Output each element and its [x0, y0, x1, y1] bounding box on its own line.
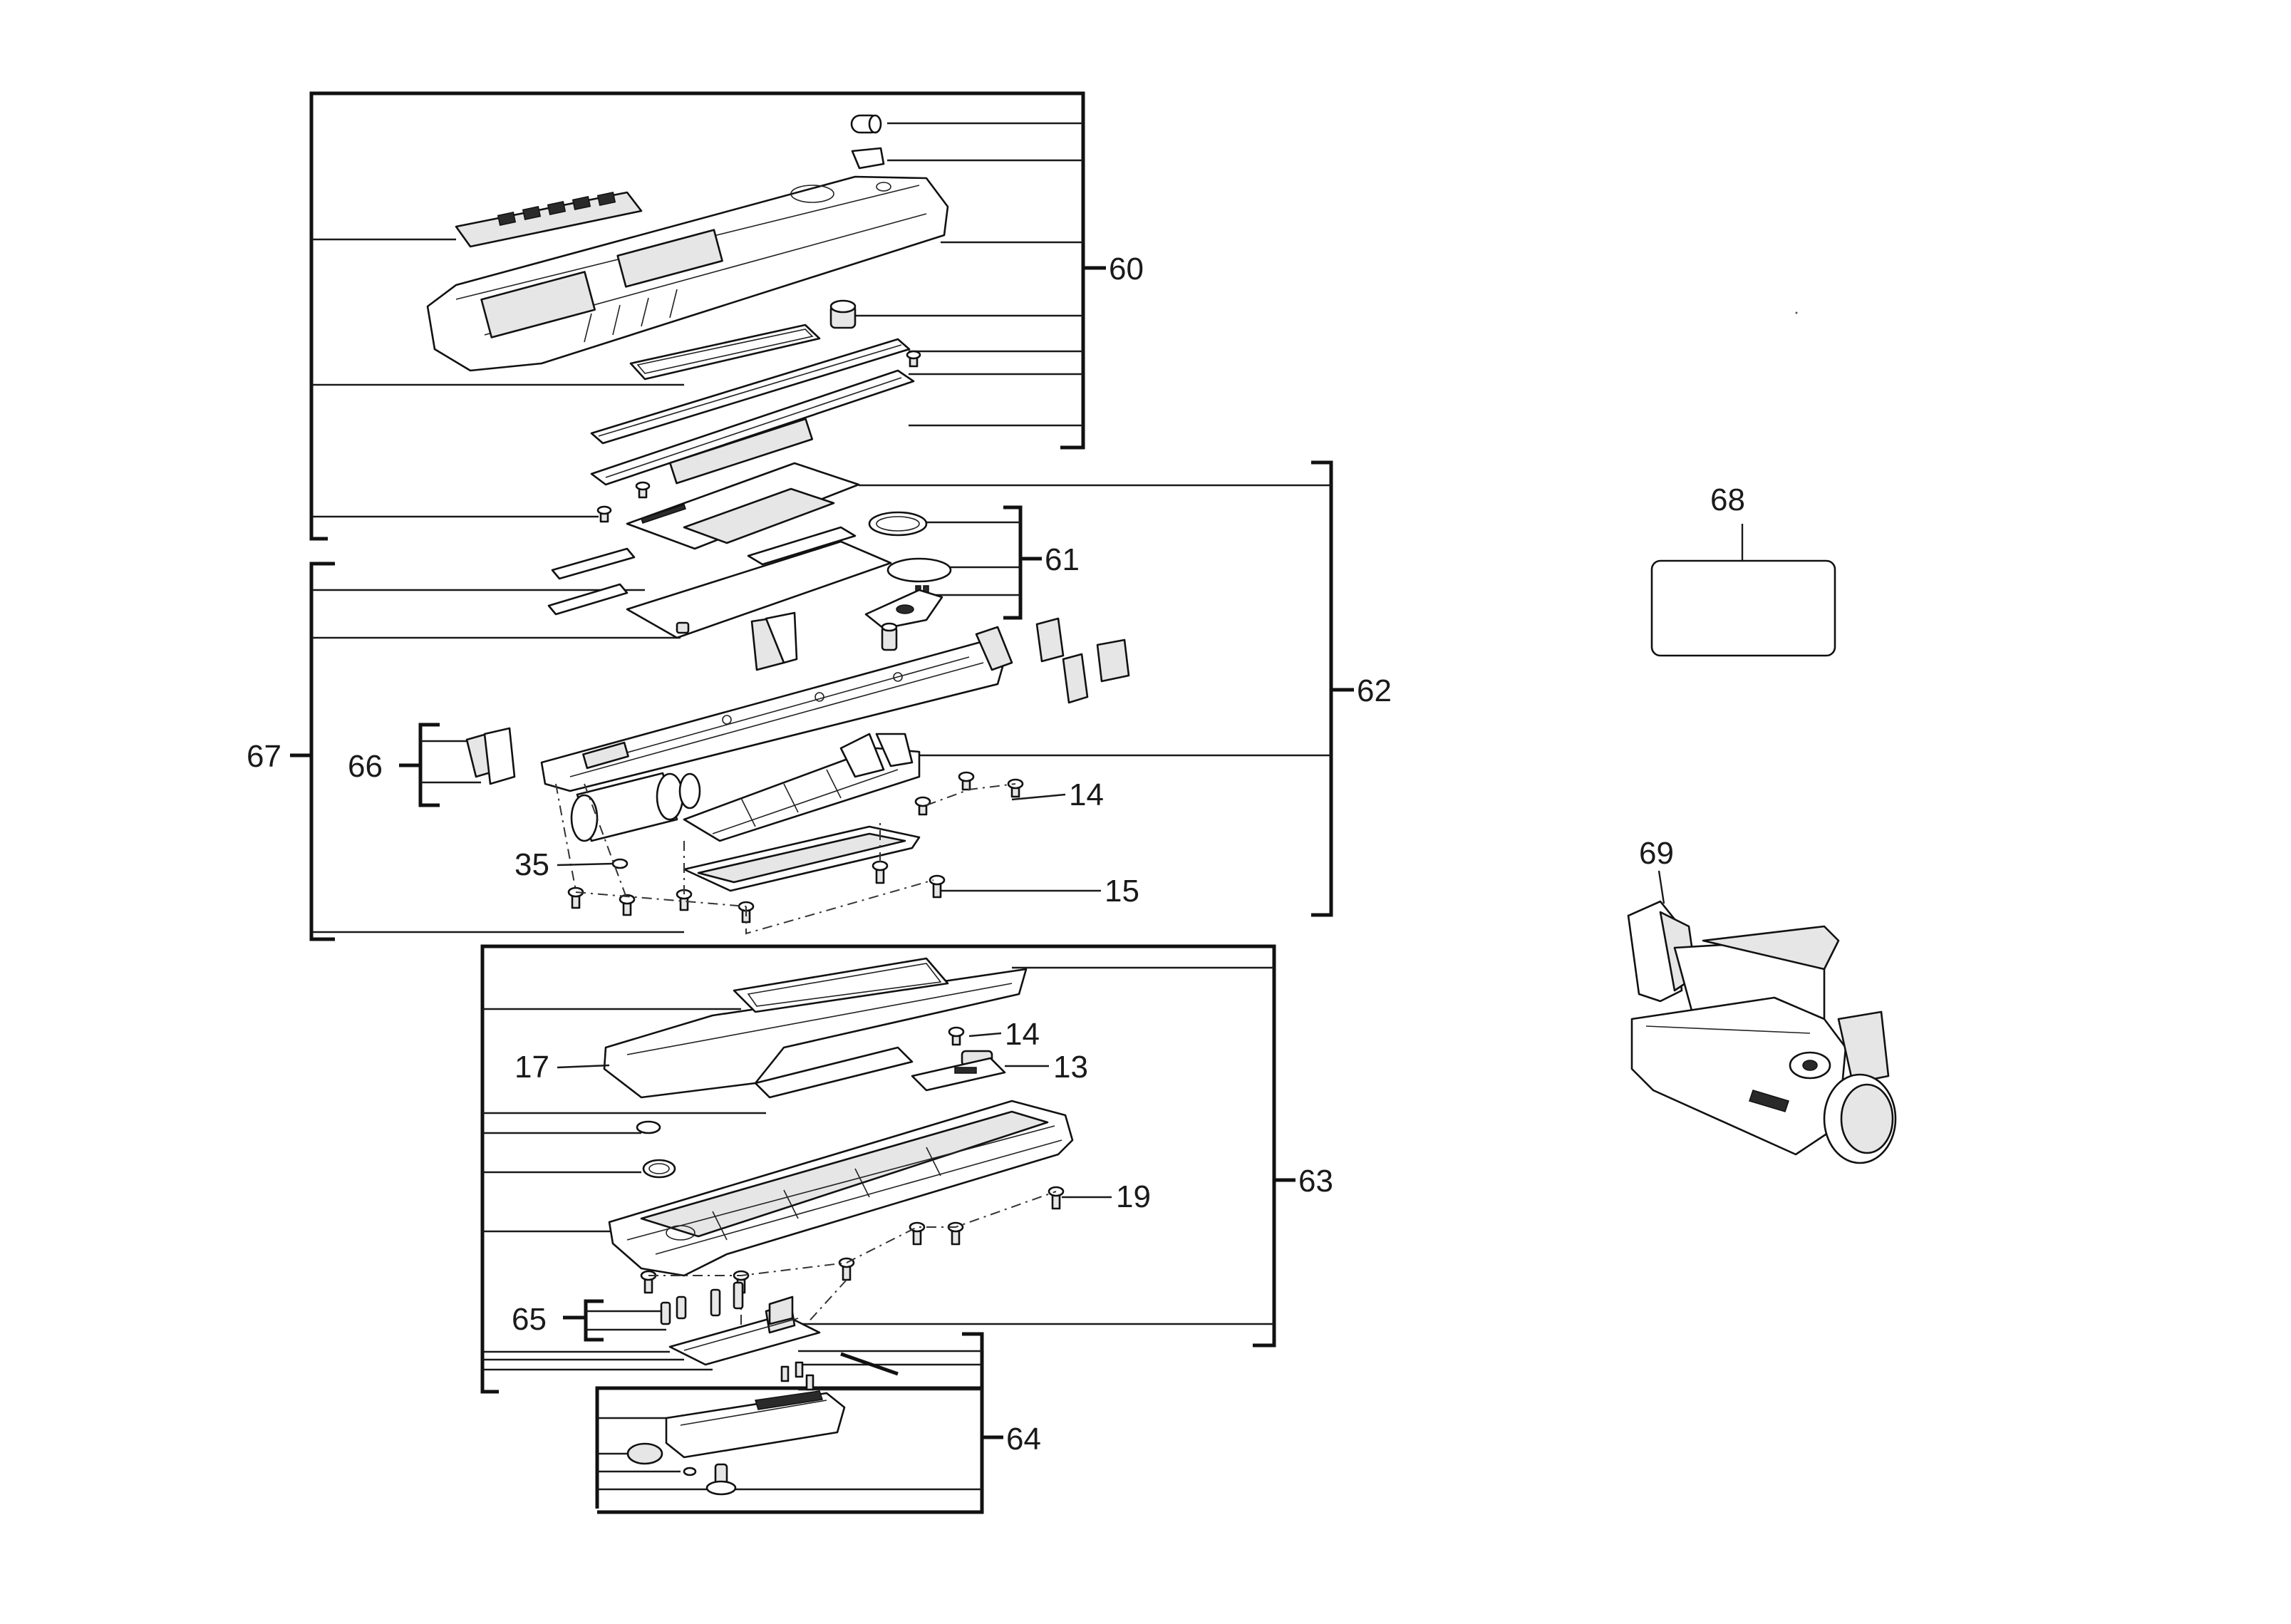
callout-68: 68: [1710, 482, 1745, 517]
assembly-lines-62: [555, 783, 1016, 935]
callout-14-lower: 14: [1005, 1017, 1040, 1052]
callout-leaders: [557, 793, 1112, 1199]
callout-14-upper: 14: [1069, 777, 1104, 812]
washer-part-1: [636, 1120, 661, 1134]
pin-part: [840, 1352, 899, 1376]
screw-small-part-2: [635, 481, 651, 499]
callout-63: 63: [1298, 1164, 1333, 1199]
pcb-board-part: [547, 526, 892, 639]
screw-part-d: [872, 860, 889, 884]
front-strip-part: [590, 338, 911, 445]
washer-part-2: [642, 1159, 676, 1179]
callout-13: 13: [1053, 1050, 1088, 1085]
lcd-display-part: [551, 462, 860, 580]
callout-64: 64: [1006, 1422, 1041, 1457]
lower-chassis-part: [683, 733, 921, 842]
screw-part-a: [958, 771, 975, 791]
callout-67: 67: [247, 739, 281, 774]
pad-part-1: [750, 611, 798, 671]
clip-part: [851, 147, 885, 170]
callout-35: 35: [514, 847, 549, 882]
artifact-dot: [1795, 311, 1798, 314]
screw-part-c: [914, 796, 931, 816]
screw-part-19a: [1048, 1186, 1065, 1210]
bottom-housing-part: [608, 1100, 1074, 1277]
battery-contact-plate-part: [665, 1390, 846, 1459]
cap-part: [850, 114, 882, 134]
group-63-bracket: [480, 944, 1296, 1394]
callout-17: 17: [514, 1050, 549, 1085]
screw-part-14b: [948, 1026, 965, 1046]
callout-60: 60: [1109, 252, 1144, 286]
callout-15: 15: [1105, 874, 1139, 909]
terminal-block-part: [668, 1295, 821, 1366]
seal-plate-part: [754, 1046, 914, 1099]
switch-part-13: [911, 1050, 1006, 1092]
gasket-frame-part: [603, 957, 1028, 1099]
small-washer-part: [611, 858, 629, 869]
screw-part-b: [1007, 778, 1024, 798]
top-housing-part: [426, 175, 949, 372]
screw-part-g: [619, 894, 636, 916]
label-part-68: [1650, 524, 1836, 657]
clamp-part-69: [1627, 870, 1897, 1164]
group-61-bracket: [926, 505, 1042, 620]
screw-small-part-3: [596, 505, 612, 523]
lens-disc-part: [886, 557, 952, 583]
o-ring-part: [868, 511, 928, 537]
screw-small-part-1: [906, 350, 921, 368]
group-62-bracket: [859, 460, 1354, 917]
contacts-part-65: [660, 1281, 744, 1325]
knob-stem-part: [705, 1463, 737, 1496]
main-chassis-part: [540, 626, 1013, 792]
battery-door-part: [683, 825, 921, 892]
screw-part-f: [567, 886, 584, 909]
callout-19: 19: [1116, 1179, 1151, 1214]
battery-tubes-part: [570, 772, 701, 842]
callout-labels: 60 61 62 67 66 14 35 15 14 17 13 63 19 6…: [247, 252, 1745, 1457]
pad-part-66: [465, 727, 516, 785]
callout-65: 65: [512, 1302, 547, 1337]
callout-62: 62: [1357, 673, 1392, 708]
screw-part-19d: [838, 1257, 855, 1281]
group-60-bracket: [309, 91, 1106, 541]
tiny-washer-part: [683, 1467, 697, 1476]
pad-part-2: [1035, 617, 1130, 704]
callout-61: 61: [1045, 542, 1080, 577]
callout-66: 66: [348, 749, 383, 784]
lower-frame-part: [590, 369, 915, 486]
callout-69: 69: [1639, 836, 1674, 871]
screw-part-19c: [947, 1221, 964, 1246]
screw-part-e: [929, 874, 946, 899]
screw-part-19b: [909, 1221, 926, 1246]
group-64-bracket: [595, 1332, 1003, 1514]
post-part: [881, 622, 898, 651]
group-66-bracket: [399, 723, 481, 807]
button-knob-part: [829, 299, 857, 329]
keypad-membrane-part: [455, 191, 643, 248]
screws-terminal-part: [780, 1361, 814, 1391]
screw-part-19e: [640, 1270, 657, 1294]
display-window-part: [629, 324, 821, 381]
group-67-bracket: [290, 562, 684, 941]
sensor-cover-part: [864, 589, 943, 630]
oval-pad-part: [626, 1442, 663, 1465]
group-65-bracket: [563, 1299, 666, 1342]
